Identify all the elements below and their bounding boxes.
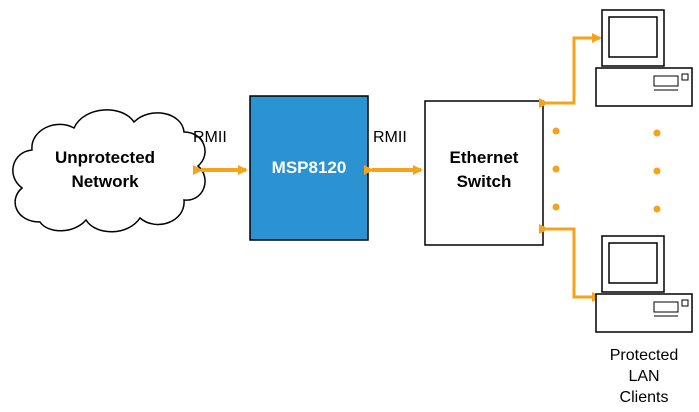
link-top-client xyxy=(539,33,602,108)
computer-icon xyxy=(595,9,693,107)
ethernet-switch-box xyxy=(424,100,544,246)
chip-label: MSP8120 xyxy=(271,158,347,177)
ellipsis-dots-switch xyxy=(552,127,560,211)
clients-caption: Protected LAN Clients xyxy=(589,345,699,408)
ellipsis-dots-clients xyxy=(653,129,661,213)
clients-caption-line2: LAN xyxy=(628,368,660,385)
rmii-label-left: RMII xyxy=(193,129,227,146)
rmii-label-right: RMII xyxy=(373,129,407,146)
switch-label-line2: Switch xyxy=(456,172,512,191)
switch-label: Ethernet Switch xyxy=(425,146,543,194)
computer-icon xyxy=(595,235,693,333)
cloud-label-line1: Unprotected xyxy=(54,148,156,167)
cloud-label: Unprotected Network xyxy=(30,146,180,194)
msp8120-box xyxy=(249,95,369,241)
clients-caption-line3: Clients xyxy=(619,389,669,406)
cloud-shape xyxy=(12,109,206,233)
clients-caption-line1: Protected xyxy=(609,347,679,364)
switch-label-line1: Ethernet xyxy=(449,148,519,167)
cloud-label-line2: Network xyxy=(71,172,139,191)
link-bottom-client xyxy=(539,224,602,302)
